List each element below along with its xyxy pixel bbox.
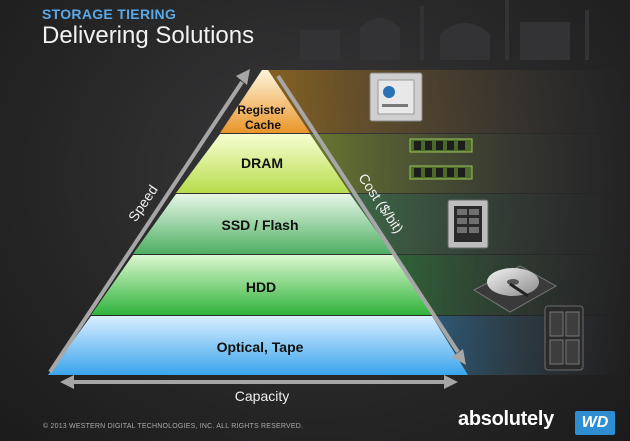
- cost-arrowhead: [452, 349, 466, 365]
- tier-label-dram: DRAM: [241, 155, 283, 171]
- speed-arrowhead: [236, 69, 250, 85]
- tier-dram: [176, 134, 350, 193]
- tier-label-ssd-flash: SSD / Flash: [221, 217, 298, 233]
- band-register-cache: [268, 70, 630, 133]
- copyright-footer: © 2013 WESTERN DIGITAL TECHNOLOGIES, INC…: [43, 423, 304, 430]
- capacity-arrowhead-left: [60, 375, 74, 389]
- brand-tagline: absolutely: [458, 408, 554, 430]
- skyline-background: [300, 0, 589, 60]
- slide-subtitle: STORAGE TIERING: [42, 6, 177, 22]
- ram-module-icon: [409, 138, 473, 180]
- hard-disk-icon: [472, 265, 558, 313]
- ssd-drive-icon: [447, 199, 489, 249]
- tier-label-register-line: Register: [237, 103, 285, 117]
- axis-label-speed: Speed: [125, 182, 161, 225]
- axis-arrows: [48, 69, 466, 389]
- tier-label-optical-tape: Optical, Tape: [217, 339, 304, 355]
- tier-register-cache: [220, 70, 310, 133]
- tier-optical-tape: [48, 316, 468, 375]
- tier-hdd: [91, 255, 432, 315]
- band-ssd-flash: [350, 194, 630, 254]
- tier-label-hdd: HDD: [246, 279, 276, 295]
- axis-label-capacity: Capacity: [235, 388, 289, 404]
- tier-label-register-cache: Register Cache: [237, 103, 288, 132]
- wd-logo: WD: [575, 411, 615, 435]
- slide-title: Delivering Solutions: [42, 22, 255, 49]
- cost-arrow: [276, 74, 460, 354]
- capacity-arrowhead-right: [444, 375, 458, 389]
- slide-header: STORAGE TIERING Delivering Solutions: [42, 6, 254, 50]
- tier-label-cache-line: Cache: [245, 118, 281, 132]
- band-dram: [310, 134, 630, 193]
- pyramid-tiers: [48, 70, 468, 375]
- speed-arrow: [48, 80, 244, 374]
- tier-ssd-flash: [133, 194, 393, 254]
- cpu-chip-icon: [369, 72, 423, 122]
- nas-enclosure-icon: [544, 305, 584, 371]
